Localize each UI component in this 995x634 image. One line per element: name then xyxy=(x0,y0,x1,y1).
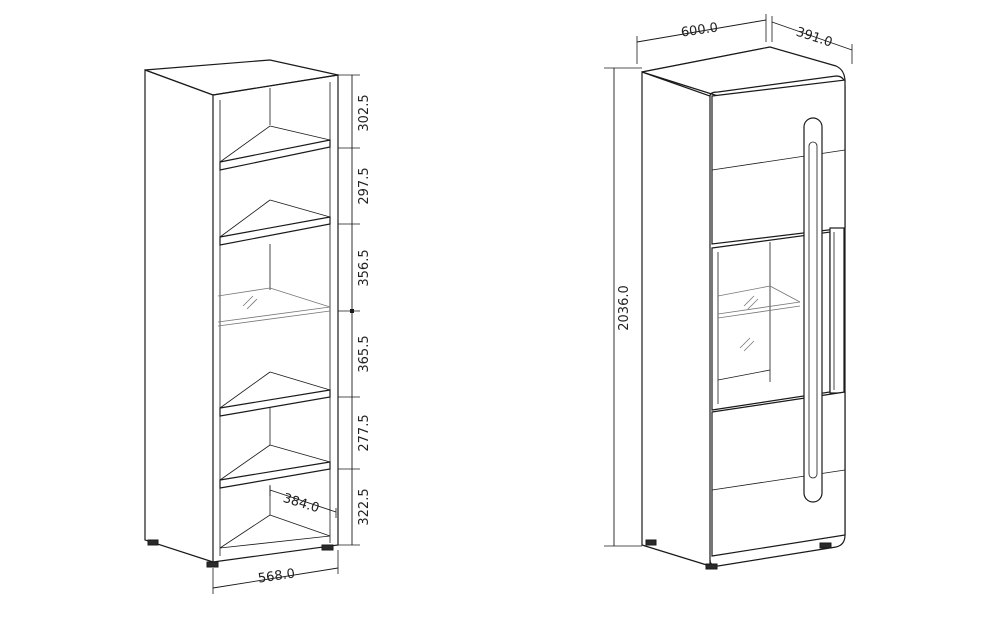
left-cabinet-shelf-1 xyxy=(219,125,331,171)
shelf-height-label: 356.5 xyxy=(357,249,372,286)
right-cabinet-glass-door-edge xyxy=(829,227,845,394)
left-cabinet: 302.5 297.5 356.5 365.5 277.5 322.5 384.… xyxy=(144,59,372,594)
left-cabinet-height-dimension-chain xyxy=(338,74,360,546)
left-cabinet-shelf-2 xyxy=(219,199,331,246)
right-cabinet-foot xyxy=(819,542,832,549)
depth-label: 391.0 xyxy=(794,25,834,51)
right-cabinet-side-panel xyxy=(641,71,711,567)
right-cabinet-handle xyxy=(803,117,823,503)
right-cabinet-depth-dimension xyxy=(771,16,853,64)
height-label: 2036.0 xyxy=(617,285,632,331)
shelf-height-label: 297.5 xyxy=(357,167,372,204)
shelf-height-label: 277.5 xyxy=(357,414,372,451)
left-cabinet-shelf-4 xyxy=(219,444,331,489)
right-cabinet-upper-door xyxy=(711,79,846,245)
left-cabinet-width-dimension xyxy=(212,550,339,594)
left-cabinet-depth-dimension xyxy=(269,486,337,518)
left-cabinet-foot xyxy=(321,544,334,551)
right-cabinet-height-dimension xyxy=(604,67,642,547)
right-cabinet-foot xyxy=(705,563,718,570)
shelf-height-label: 365.5 xyxy=(357,335,372,372)
depth-label: 384.0 xyxy=(281,491,321,516)
left-cabinet-side-panel xyxy=(144,69,214,563)
left-cabinet-foot xyxy=(147,539,159,546)
shelf-height-label: 302.5 xyxy=(357,94,372,131)
left-cabinet-shelf-3 xyxy=(219,371,331,417)
right-cabinet-width-dimension xyxy=(636,14,767,64)
right-cabinet: 2036.0 600.0 391.0 xyxy=(604,14,853,570)
width-label: 568.0 xyxy=(257,567,296,587)
left-cabinet-front-frame xyxy=(212,74,339,563)
right-cabinet-lower-door xyxy=(711,391,846,557)
left-cabinet-foot xyxy=(206,561,219,568)
right-cabinet-foot xyxy=(645,539,657,546)
width-label: 600.0 xyxy=(680,21,719,41)
left-cabinet-glass-shelf xyxy=(217,287,331,327)
shelf-height-label: 322.5 xyxy=(357,488,372,525)
